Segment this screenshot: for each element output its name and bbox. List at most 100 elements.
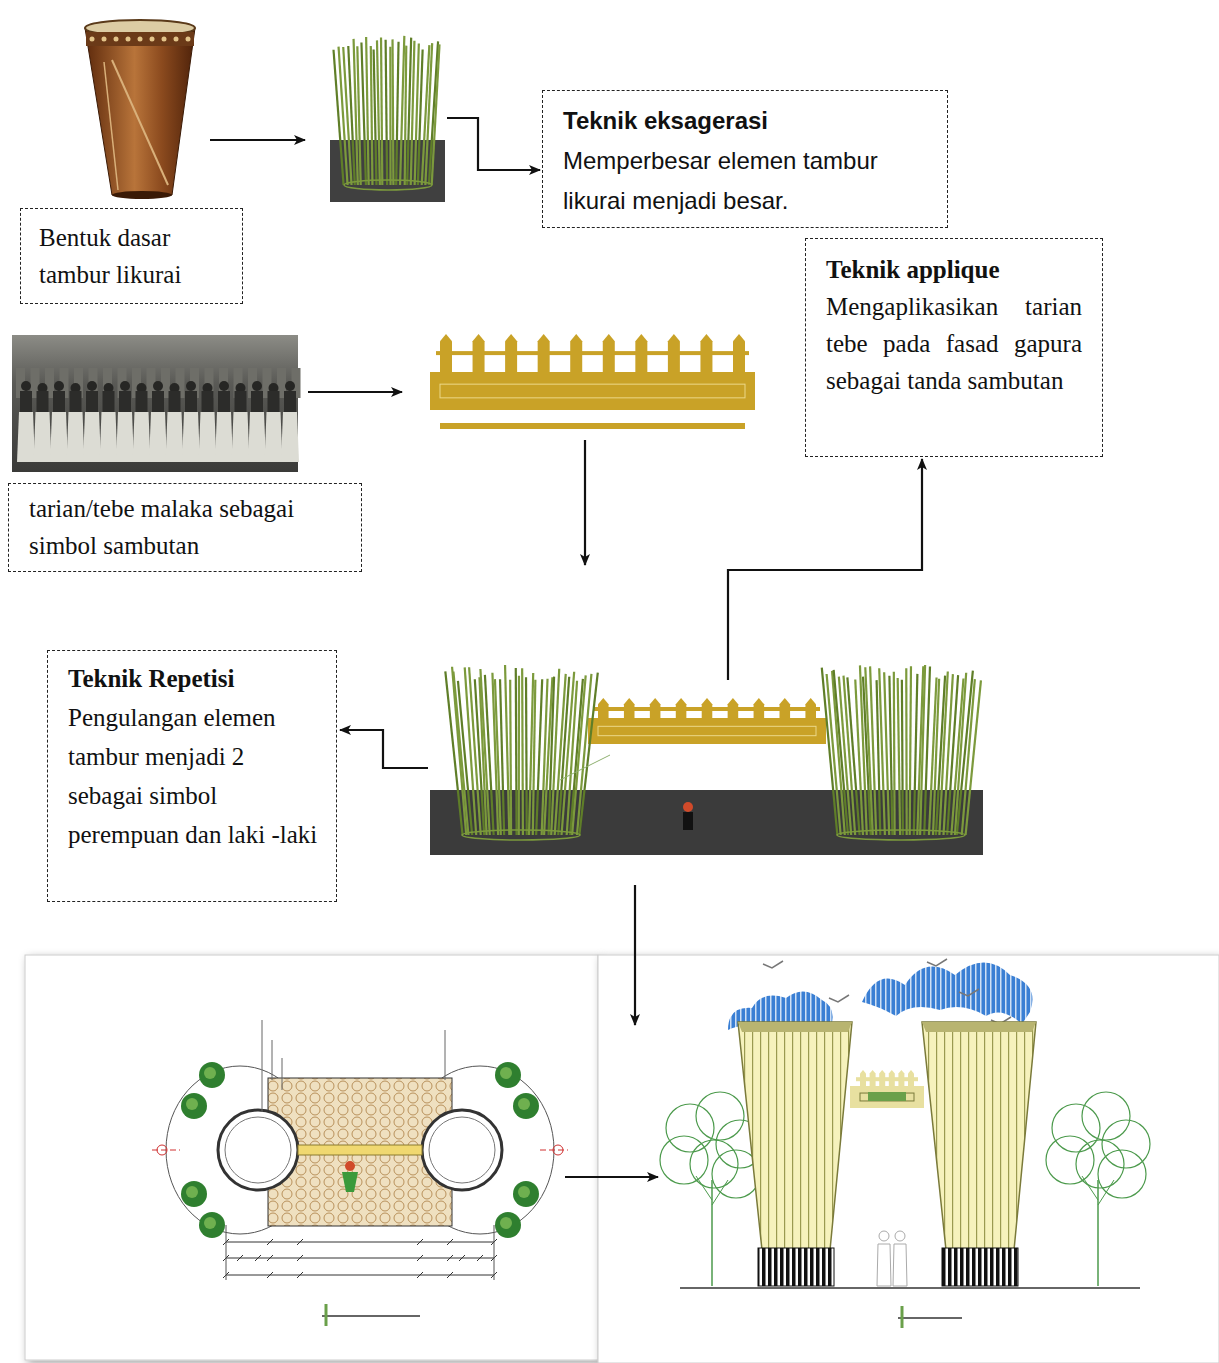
flow-arrow xyxy=(340,730,428,768)
flow-arrow xyxy=(728,459,922,680)
site-plan-drawing-part xyxy=(518,1098,530,1110)
dance-photo-part xyxy=(54,381,64,391)
gate-model-part xyxy=(754,698,765,718)
bamboo-drum-model-part xyxy=(389,47,391,185)
gate-model-part xyxy=(683,802,693,812)
flow-arrow xyxy=(584,440,586,565)
site-plan-drawing-part xyxy=(199,1062,225,1088)
flow-arrow xyxy=(308,391,402,393)
dance-photo-part xyxy=(215,412,233,462)
site-plan-drawing-part xyxy=(477,1255,483,1261)
site-plan-drawing-part xyxy=(226,1275,494,1276)
gate-model-part xyxy=(518,676,520,835)
flow-arrow xyxy=(634,885,636,1025)
elevation-drawing-part xyxy=(889,1070,895,1086)
box-heading: Teknik Repetisi xyxy=(68,659,320,698)
elevation-drawing-part xyxy=(712,1180,728,1205)
dance-photo-part xyxy=(149,412,167,462)
site-plan-drawing-part xyxy=(540,1150,568,1151)
drum-photo-part xyxy=(104,62,118,190)
dance-photo-part xyxy=(133,412,151,462)
gate-model-part xyxy=(702,698,713,718)
dance-photo-part xyxy=(251,391,263,413)
site-plan-drawing-part xyxy=(297,1239,303,1245)
drum-photo-part xyxy=(102,37,107,42)
dance-photo-part xyxy=(169,391,181,413)
site-plan-drawing-part xyxy=(181,1181,207,1207)
drum-photo-part xyxy=(150,37,155,42)
elevation-drawing xyxy=(598,955,1219,1363)
dance-photo-part xyxy=(21,381,31,391)
gate-model-part xyxy=(939,672,947,835)
site-plan-drawing-part xyxy=(513,1181,539,1207)
gate-model-part xyxy=(560,755,610,780)
elevation-drawing-part xyxy=(850,1086,924,1108)
annotation-box: Teknik RepetisiPengulangan elemen tambur… xyxy=(47,650,337,902)
gate-model-part xyxy=(847,677,859,835)
site-plan-drawing-part xyxy=(322,1315,420,1317)
elevation-drawing-part xyxy=(870,1070,876,1086)
site-plan-drawing-part xyxy=(186,1098,198,1110)
site-plan-drawing-part xyxy=(417,1255,423,1261)
bamboo-drum-model-part xyxy=(357,46,360,185)
bamboo-drum-model-part xyxy=(381,37,382,185)
drum-photo xyxy=(85,20,195,199)
site-plan-drawing-part xyxy=(272,1040,273,1080)
box-text: Pengulangan elemen tambur menjadi 2 seba… xyxy=(68,698,320,854)
elevation-drawing-part xyxy=(879,1070,885,1086)
gate-sign-model-part xyxy=(538,334,550,372)
elevation-drawing-part xyxy=(598,955,1219,1363)
dance-photo-part xyxy=(116,412,134,462)
box-text: Mengaplikasikan tarian tebe pada fasad g… xyxy=(826,288,1082,399)
gate-sign-model-part xyxy=(440,423,745,429)
dance-photo-part xyxy=(67,412,85,462)
gate-model-part xyxy=(728,698,739,718)
gate-sign-model-part xyxy=(440,334,452,372)
gate-model-part xyxy=(905,668,908,835)
elevation-drawing-part xyxy=(908,1070,914,1086)
dance-photo-part xyxy=(285,381,295,391)
site-plan-drawing-part xyxy=(255,1255,261,1261)
elevation-drawing-part xyxy=(1082,1176,1098,1200)
gate-model-part xyxy=(536,679,542,835)
site-plan-drawing-part xyxy=(494,1225,495,1280)
dance-photo-part xyxy=(252,381,262,391)
gate-model-part xyxy=(525,677,528,835)
gate-model-part xyxy=(505,665,509,835)
site-plan-drawing-part xyxy=(345,1161,355,1171)
annotation-box: tarian/tebe malaka sebagai simbol sambut… xyxy=(8,483,362,572)
drum-photo-part xyxy=(138,37,143,42)
gate-model-part xyxy=(515,668,518,835)
drum-photo-part xyxy=(162,37,167,42)
site-plan-drawing-part xyxy=(495,1062,521,1088)
gate-model-part xyxy=(598,698,609,718)
elevation-drawing-part xyxy=(660,1136,708,1184)
site-plan-drawing-part xyxy=(226,1225,227,1280)
gate-model-part xyxy=(462,830,580,840)
elevation-drawing-part xyxy=(758,1248,834,1286)
site-plan-drawing-part xyxy=(152,1150,180,1151)
gate-sign-model-part xyxy=(570,334,582,372)
site-plan-drawing-part xyxy=(181,1093,207,1119)
bamboo-drum-model-part xyxy=(391,39,394,185)
drum-photo-part xyxy=(174,37,179,42)
elevation-drawing-part xyxy=(862,963,1033,1025)
site-plan-drawing-part xyxy=(282,1058,283,1090)
elevation-drawing-part xyxy=(942,1248,1018,1286)
gate-model-part xyxy=(500,679,504,835)
dance-photo-part xyxy=(17,412,35,462)
elevation-drawing-part xyxy=(1098,1150,1146,1198)
dance-photo-part xyxy=(202,391,214,413)
gate-model-part xyxy=(650,698,661,718)
site-plan-drawing-part xyxy=(225,1117,291,1183)
site-plan-drawing-part xyxy=(298,1145,422,1155)
elevation-drawing-part xyxy=(893,1244,907,1286)
dance-photo xyxy=(12,335,301,472)
dance-photo-part xyxy=(235,391,247,413)
gate-model-part xyxy=(898,678,900,835)
site-plan-drawing-part xyxy=(447,1239,453,1245)
dance-photo-part xyxy=(265,412,283,462)
site-plan-drawing-part xyxy=(267,1255,273,1261)
drum-photo-part xyxy=(90,37,95,42)
